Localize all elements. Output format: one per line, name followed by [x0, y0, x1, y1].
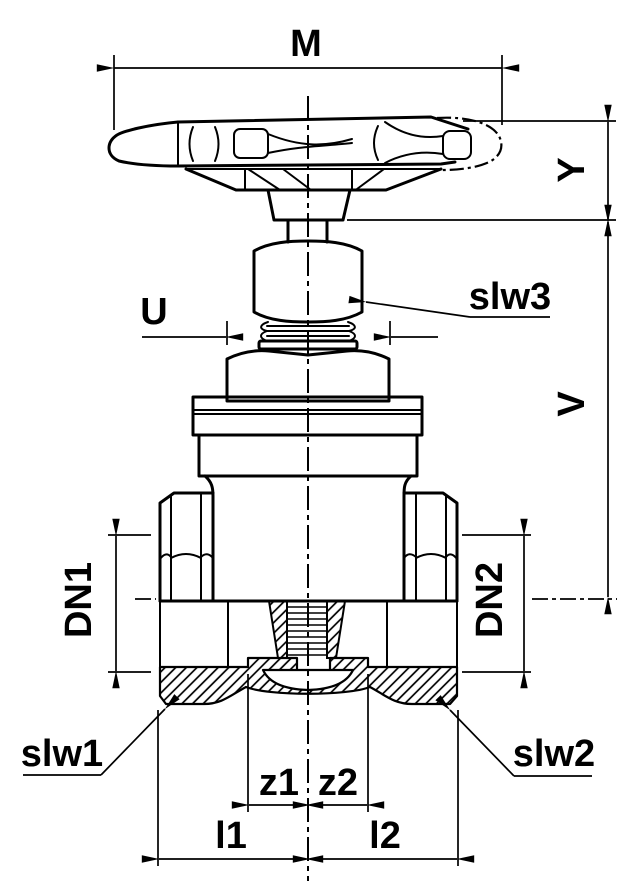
- rim-arc-left2: [214, 126, 220, 162]
- hex-flat-lines: [170, 492, 202, 602]
- dim-label-l2: l2: [369, 815, 401, 857]
- leader-line: [100, 694, 180, 776]
- handwheel: [107, 115, 503, 244]
- hex-chamfer-arcs: [403, 553, 458, 560]
- label-slw1-text: slw1: [21, 733, 103, 775]
- rim-arc-left: [188, 126, 194, 162]
- spoke-boss-left: [233, 128, 269, 159]
- dim-label-dn2: DN2: [469, 562, 511, 638]
- bonnet-hex-nut: [225, 349, 391, 403]
- connector-outline: [402, 491, 459, 603]
- gland-base-plate: [257, 339, 359, 351]
- hex-connector-left: [158, 491, 215, 603]
- connector-outline: [158, 491, 215, 603]
- leader-line: [348, 295, 471, 318]
- label-slw2: slw2: [435, 695, 595, 777]
- stem-boss-left: [267, 600, 288, 659]
- hatched-base-wall: [158, 656, 459, 706]
- spoke-curve-right: [384, 121, 444, 138]
- handwheel-left-grip: [107, 120, 180, 168]
- dim-label-u: U: [140, 291, 167, 333]
- spoke-curve: [267, 142, 353, 154]
- dim-label-y: Y: [551, 157, 593, 182]
- upper-body: [197, 433, 419, 478]
- hex-flat-lines: [415, 492, 447, 602]
- dim-label-dn1: DN1: [58, 562, 100, 638]
- gland-nut-outline: [252, 239, 364, 324]
- dimension-v: V: [551, 204, 612, 615]
- packing-ring-lines: [265, 325, 351, 337]
- extension-line: [462, 534, 531, 673]
- dimension-y: Y: [347, 104, 616, 237]
- extension-line: [247, 674, 369, 812]
- body-cross-section: [158, 599, 459, 706]
- bonnet-flange: [191, 395, 424, 437]
- extension-line: [108, 534, 151, 673]
- extension-line: [157, 710, 459, 866]
- dimension-dn1: DN1: [58, 518, 151, 689]
- dimension-u: U: [140, 291, 438, 345]
- extension-line: [226, 321, 391, 345]
- dimension-l1-l2: l1 l2: [141, 710, 475, 866]
- body-tube: [203, 474, 413, 603]
- dimension-z1-z2: z1 z2: [231, 674, 385, 812]
- dimension-dn2: DN2: [462, 518, 531, 689]
- dim-label-l1: l1: [215, 815, 247, 857]
- rim-arc-right: [373, 125, 379, 161]
- stem: [286, 218, 329, 244]
- gland-nut: [252, 239, 364, 324]
- spoke-boss-right: [442, 130, 472, 160]
- handwheel-rim-bottom: [176, 160, 457, 168]
- label-slw2-text: slw2: [513, 733, 595, 775]
- bore-walls: [227, 600, 388, 668]
- label-slw3: slw3: [348, 276, 551, 318]
- dim-label-v: V: [551, 391, 593, 417]
- dimension-m: M: [96, 23, 520, 130]
- stem-thread-lines: [288, 606, 326, 656]
- flange-inner-lines: [192, 409, 423, 415]
- hex-chamfer-arcs: [159, 553, 214, 560]
- flange-outline: [191, 395, 424, 437]
- spoke-curve: [267, 133, 353, 146]
- wheel-cone: [184, 167, 443, 192]
- centerlines: [135, 96, 617, 881]
- spoke-curve-right: [384, 151, 444, 164]
- drawing-root: M Y: [21, 23, 617, 881]
- wheel-hub: [266, 188, 352, 222]
- label-slw3-text: slw3: [469, 276, 551, 318]
- hex-connector-right: [402, 491, 459, 603]
- packing-rings: [260, 321, 356, 342]
- dim-label-m: M: [290, 23, 322, 65]
- handwheel-rim-top: [176, 115, 470, 131]
- outer-walls: [159, 600, 458, 668]
- leader-line: [435, 695, 515, 777]
- label-slw1: slw1: [21, 694, 180, 776]
- cone-spoke-lines: [244, 168, 385, 191]
- dim-label-z1: z1: [259, 762, 299, 804]
- stem-boss-right: [326, 600, 347, 659]
- dim-label-z2: z2: [318, 762, 358, 804]
